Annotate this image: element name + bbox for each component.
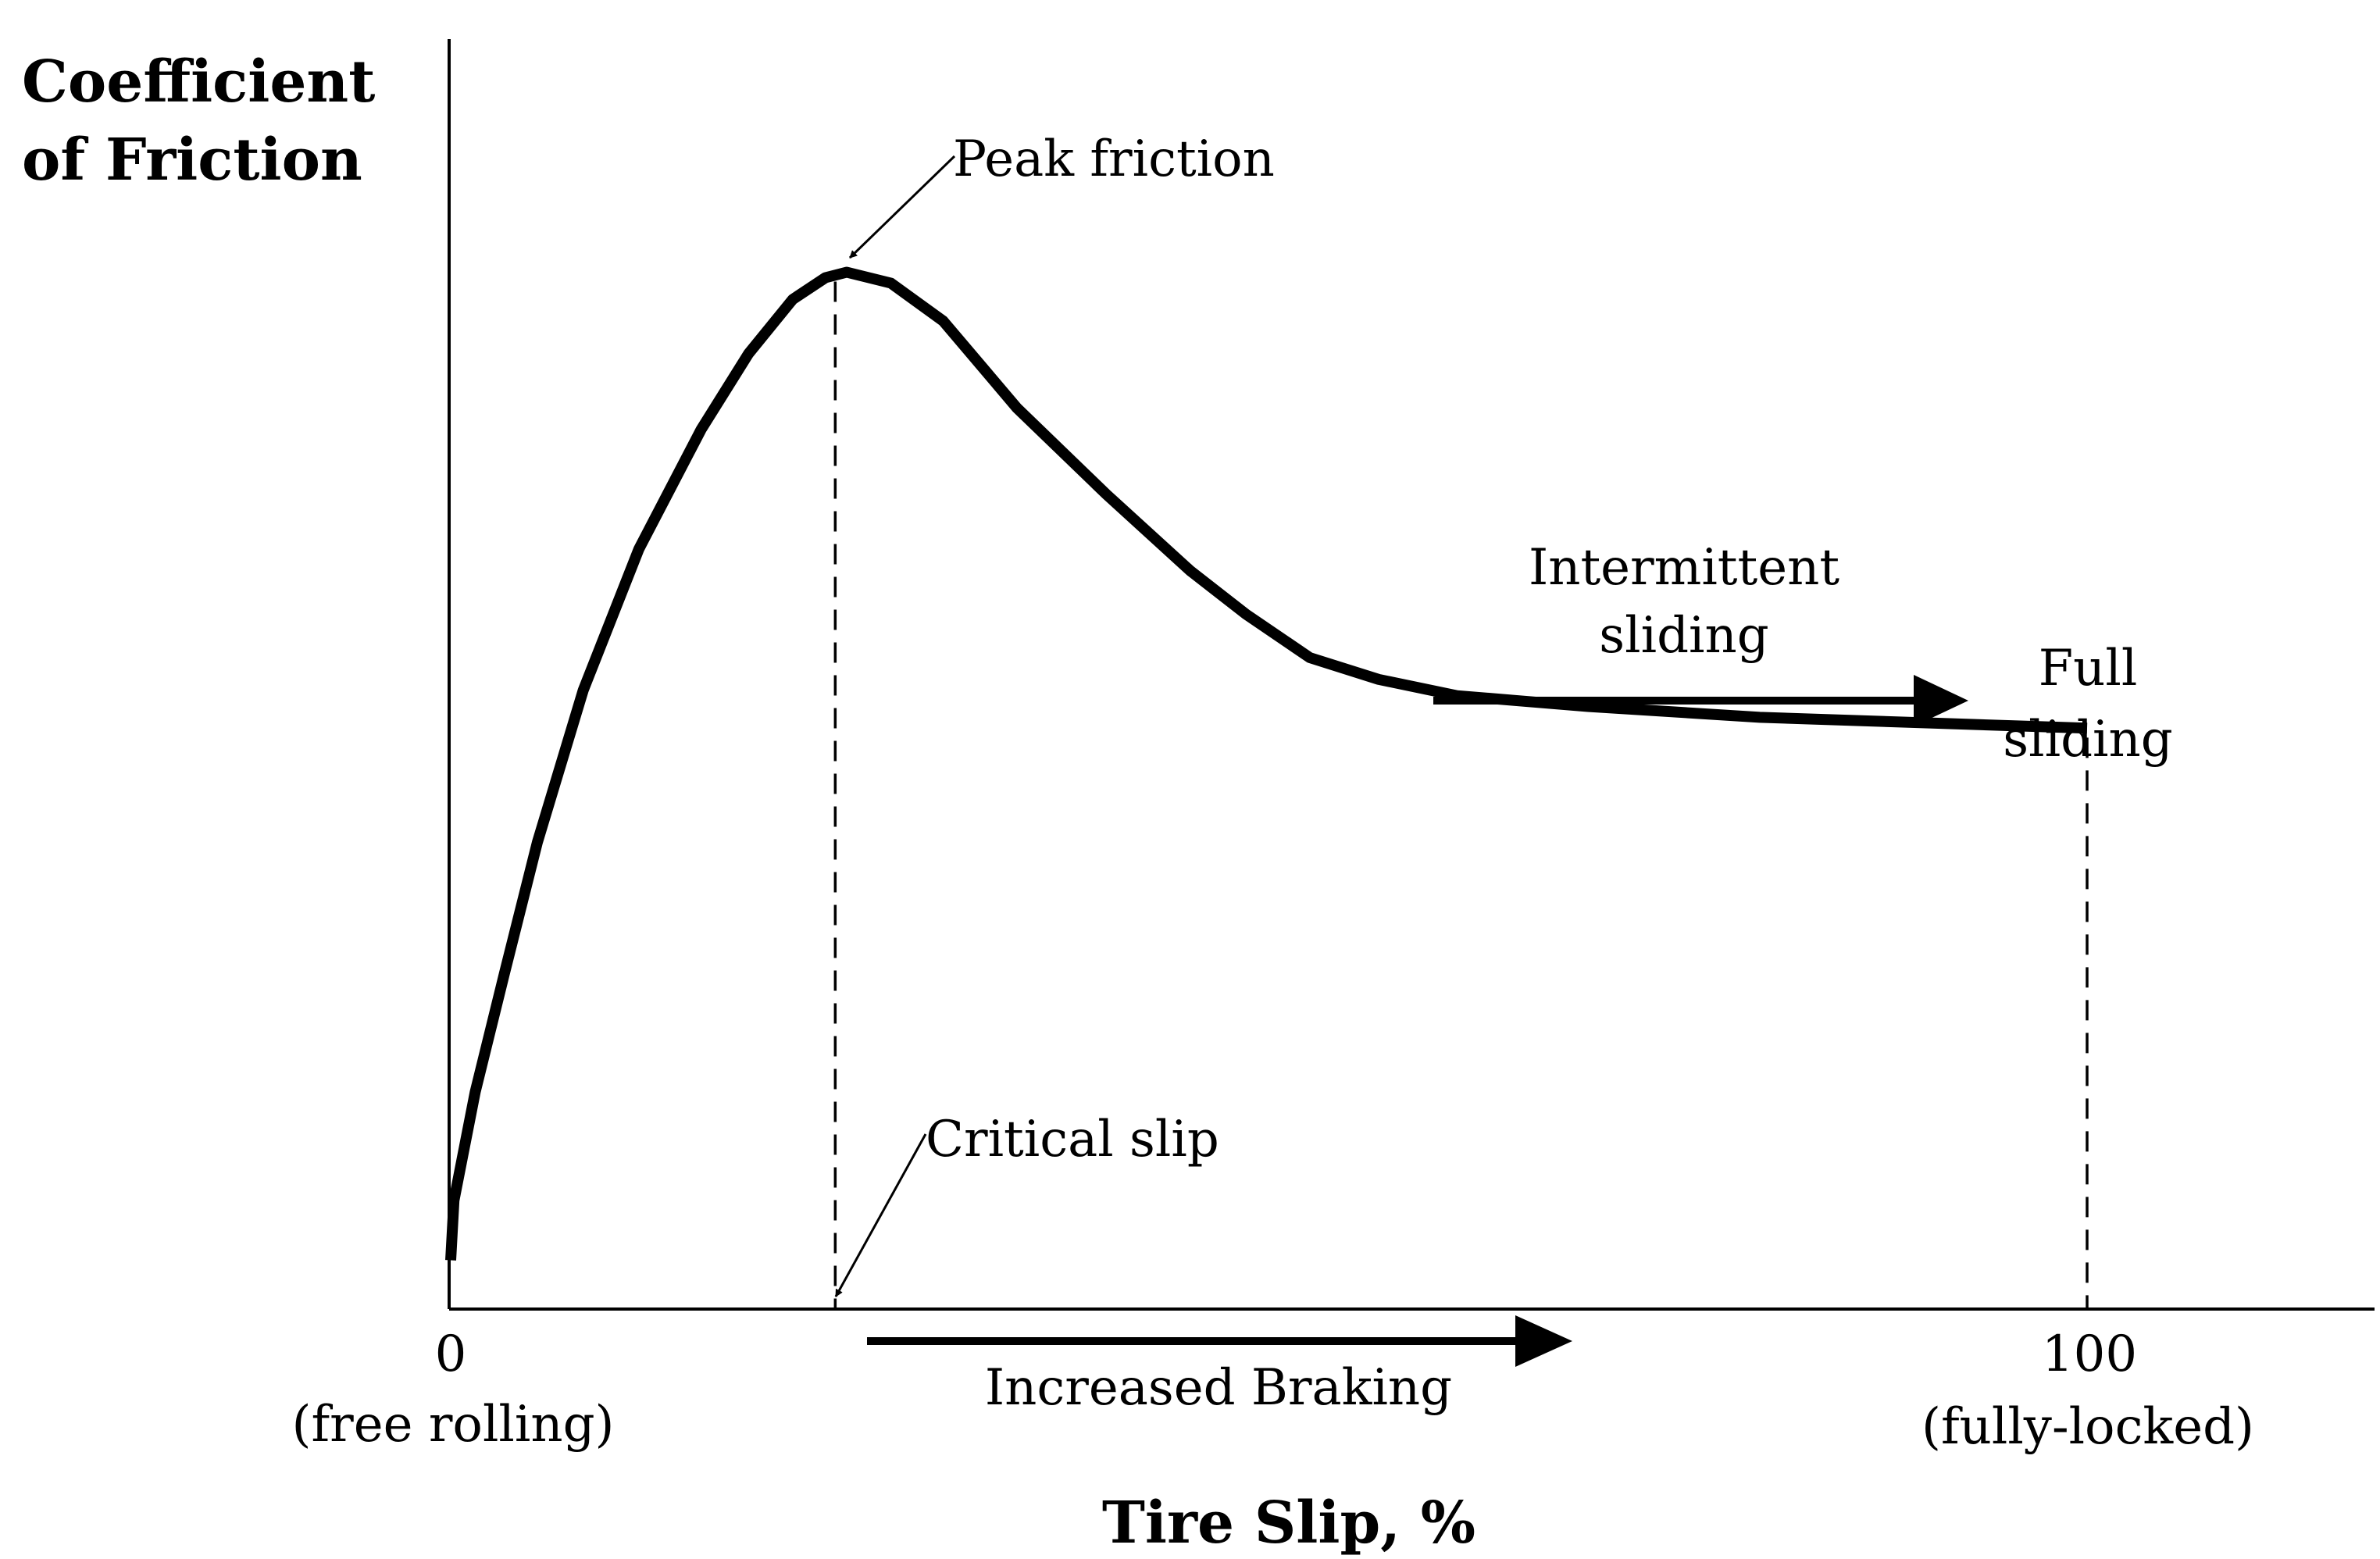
intermittent-sliding-label-line1: Intermittent bbox=[1529, 539, 1839, 597]
full-sliding-label-line1: Full bbox=[2039, 640, 2138, 697]
intermittent-sliding-arrow-head bbox=[1914, 675, 1968, 726]
peak-friction-arrow bbox=[848, 155, 956, 259]
x-axis-label: Tire Slip, % bbox=[1102, 1489, 1475, 1557]
full-sliding-label-line2: sliding bbox=[2003, 711, 2172, 769]
increased-braking-label: Increased Braking bbox=[985, 1359, 1452, 1417]
critical-slip-label: Critical slip bbox=[926, 1111, 1219, 1168]
x-tick-sublabel-0: (free rolling) bbox=[291, 1396, 614, 1454]
peak-friction-label: Peak friction bbox=[953, 130, 1275, 188]
x-tick-label-100: 100 bbox=[2042, 1325, 2137, 1383]
x-tick-sublabel-100: (fully-locked) bbox=[1921, 1398, 2254, 1456]
intermittent-sliding-label-line2: sliding bbox=[1599, 607, 1768, 665]
y-axis-label-line1: Coefficient bbox=[22, 48, 375, 116]
friction-curve bbox=[445, 266, 2088, 1261]
increased-braking-arrow-head bbox=[1515, 1315, 1572, 1367]
critical-slip-arrow bbox=[834, 1133, 927, 1297]
y-axis-label-line2: of Friction bbox=[22, 127, 362, 194]
x-tick-label-0: 0 bbox=[435, 1325, 467, 1383]
